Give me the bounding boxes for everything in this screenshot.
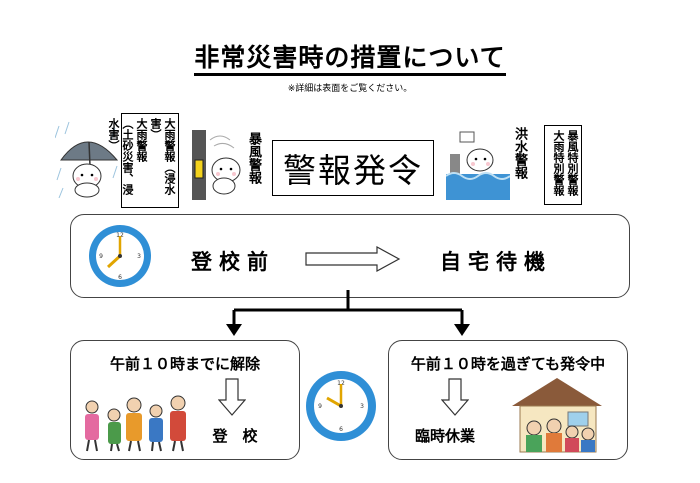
students-icon [85,395,186,452]
still-issued-heading: 午前１０時を過ぎても発令中 [410,355,606,373]
detail-note: ※詳細は表面をご覧ください。 [287,84,413,94]
down-arrow-icon [441,378,469,416]
alert-line: 大雨特別警報 [552,130,565,196]
flood-bear-icon [446,131,510,200]
svg-text:3: 3 [360,403,364,410]
down-arrow-icon [218,378,246,416]
lifted-case-heading: 午前１０時までに解除 [109,355,260,373]
clock-icon: 12 3 6 9 [306,371,376,441]
svg-text:6: 6 [118,274,122,281]
heavy-rain-alert-box: 大雨警報（浸水害） 大雨警報 （土砂災害、浸水害） [107,113,179,208]
svg-text:9: 9 [318,403,322,410]
stay-home-text: 自宅待機 [440,250,552,274]
special-alert-box: 暴風特別警報 大雨特別警報 [544,125,582,205]
go-to-school-text: 登 校 [212,427,258,445]
family-house-icon [512,378,602,453]
alert-line: 暴風特別警報 [566,130,579,196]
alert-line: 大雨警報 [135,118,148,162]
right-arrow-icon [305,245,401,273]
before-school-text: 登校前 [191,250,275,274]
storm-alert-label: 暴風警報 [246,132,261,184]
branch-arrow [226,290,470,336]
svg-text:12: 12 [116,232,124,239]
wind-bear-icon [192,130,241,200]
svg-text:9: 9 [99,253,103,260]
clock-icon: 12 3 6 9 [89,225,151,287]
svg-text:12: 12 [337,380,345,387]
svg-text:6: 6 [339,426,343,433]
flood-alert-label: 洪水警報 [512,127,527,179]
alert-line: 大雨警報（浸水害） [149,118,176,195]
page-title: 非常災害時の措置について [0,38,700,76]
temporary-closure-text: 臨時休業 [414,427,475,445]
svg-text:3: 3 [137,253,141,260]
umbrella-bear-icon [55,121,119,198]
alert-line: （土砂災害、浸水害） [107,118,134,195]
alert-issued-box: 警報発令 [272,140,434,196]
